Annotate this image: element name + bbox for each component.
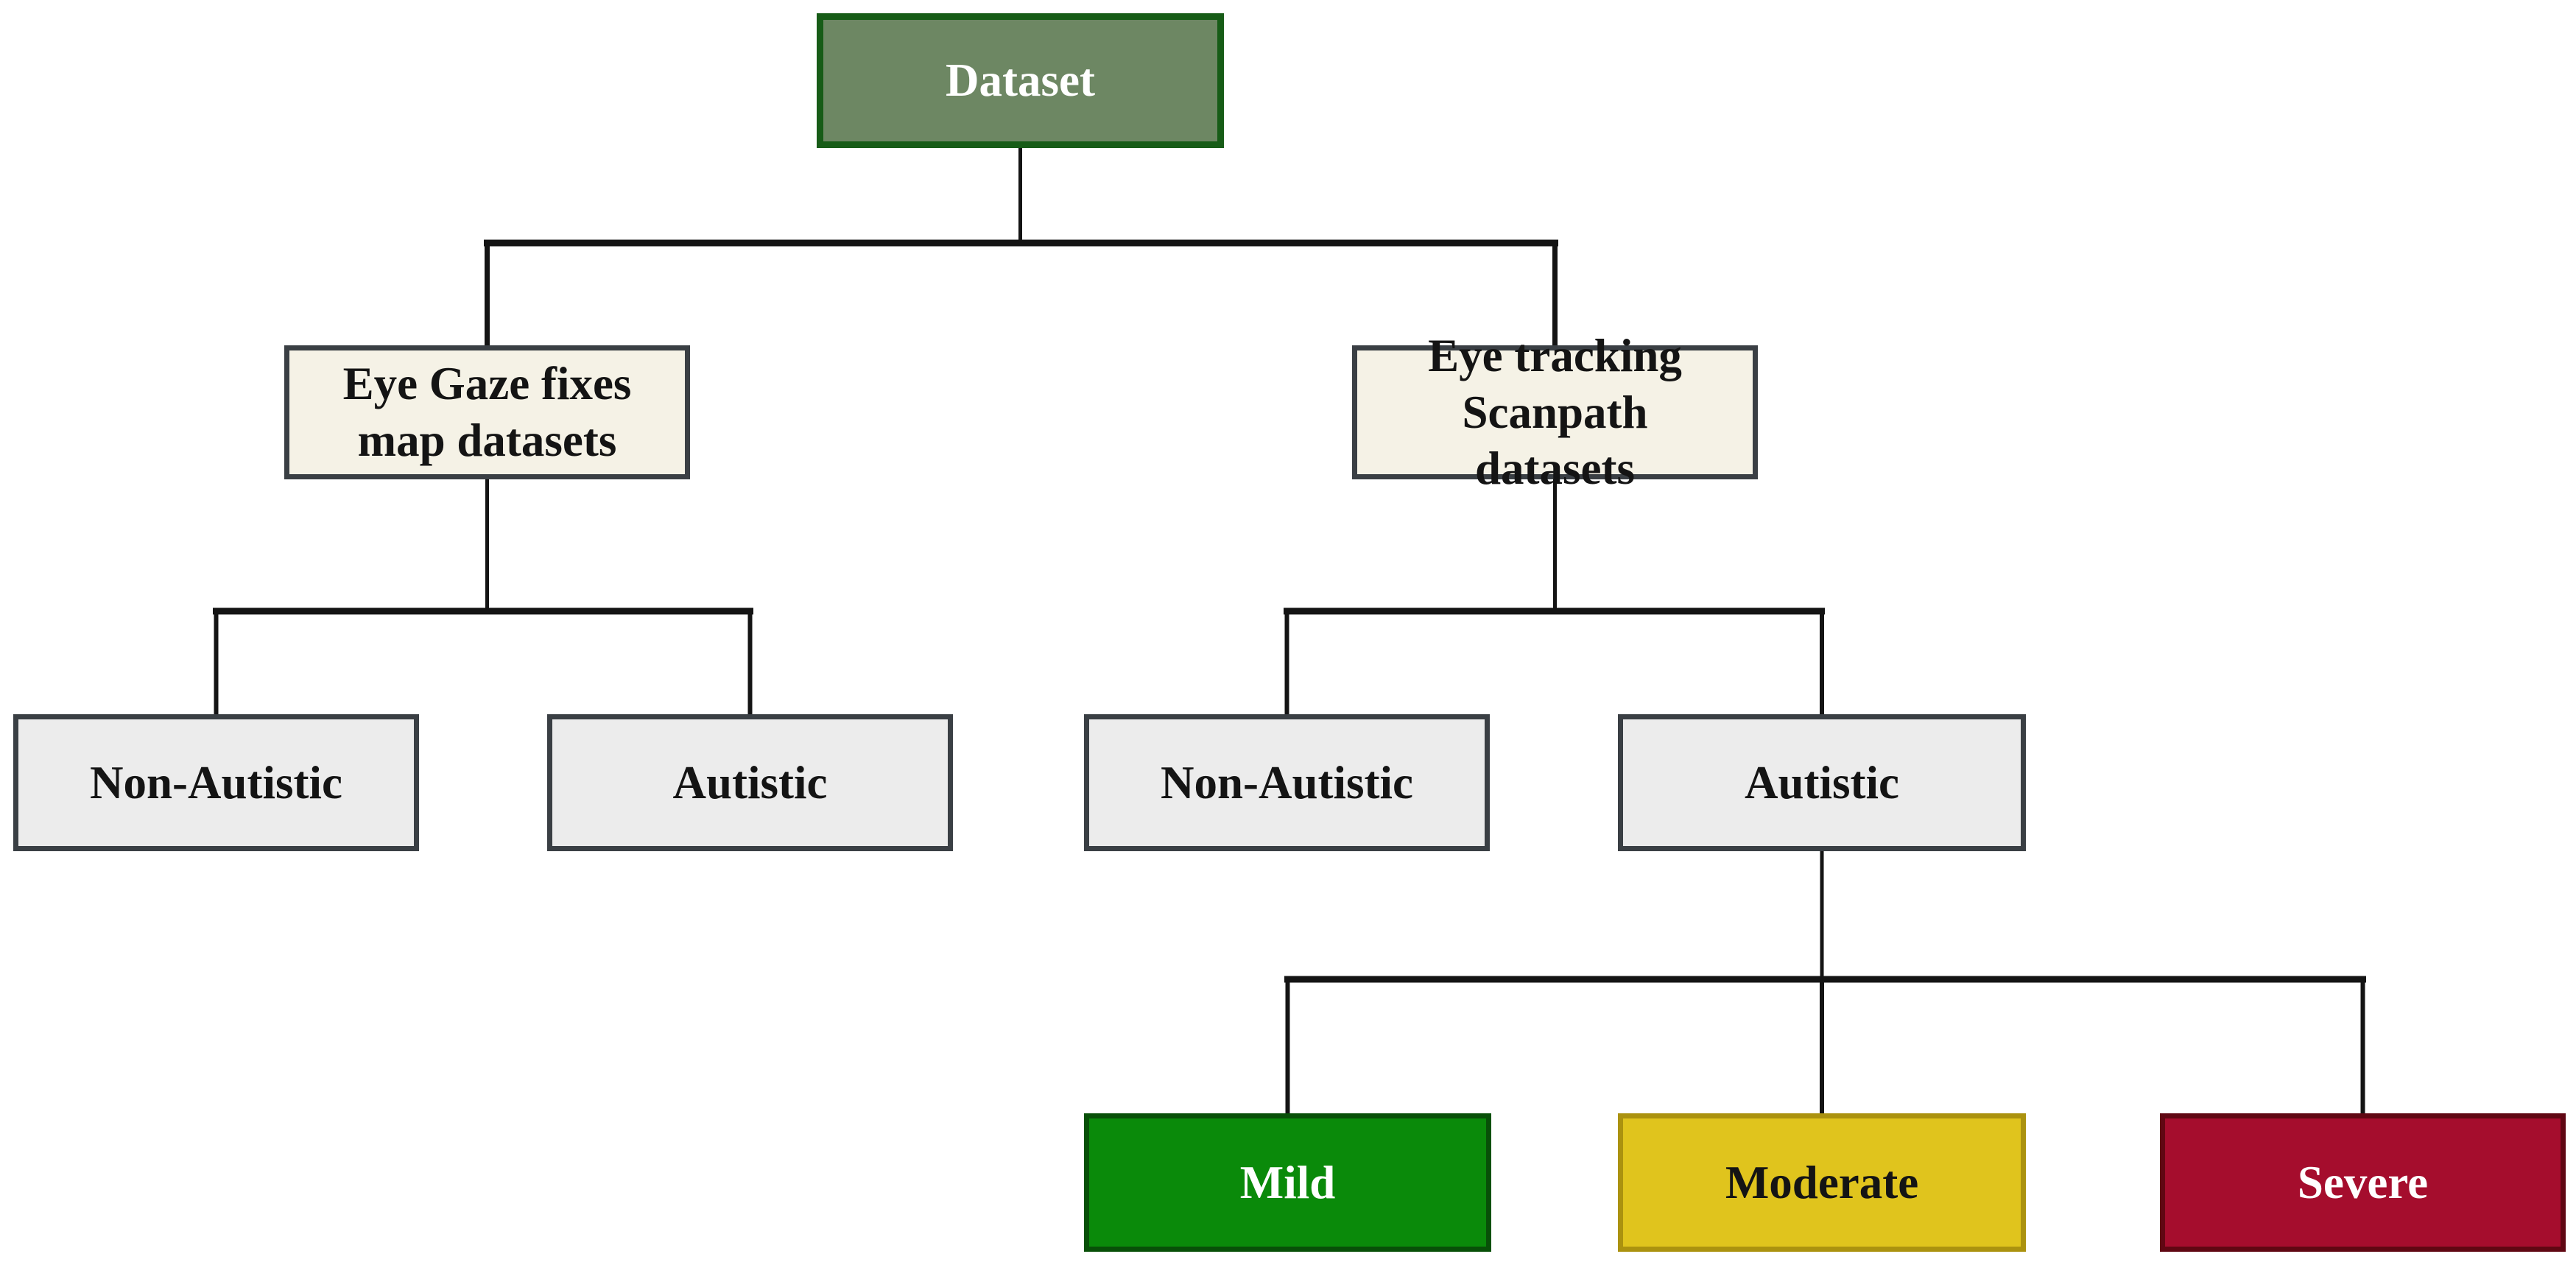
node-severity-mild: Mild: [1084, 1113, 1491, 1252]
node-severity-moderate-label: Moderate: [1725, 1156, 1919, 1208]
node-severity-severe-label: Severe: [2297, 1156, 2429, 1208]
node-autistic-gaze-label: Autistic: [672, 756, 828, 808]
node-non-autistic-gaze: Non-Autistic: [13, 714, 419, 851]
node-severity-mild-label: Mild: [1239, 1156, 1336, 1208]
node-dataset: Dataset: [817, 13, 1224, 148]
node-eye-gaze-fixes-map-datasets-label: Eye Gaze fixes map datasets: [342, 358, 632, 466]
node-autistic-gaze: Autistic: [547, 714, 953, 851]
node-severity-severe: Severe: [2160, 1113, 2566, 1252]
node-dataset-label: Dataset: [946, 54, 1095, 107]
node-non-autistic-gaze-label: Non-Autistic: [90, 756, 342, 808]
node-non-autistic-scanpath: Non-Autistic: [1084, 714, 1490, 851]
node-autistic-scanpath: Autistic: [1618, 714, 2026, 851]
node-severity-moderate: Moderate: [1618, 1113, 2026, 1252]
node-eye-gaze-fixes-map-datasets: Eye Gaze fixes map datasets: [284, 345, 690, 479]
node-autistic-scanpath-label: Autistic: [1745, 756, 1899, 808]
node-non-autistic-scanpath-label: Non-Autistic: [1161, 756, 1413, 808]
node-eye-tracking-scanpath-datasets-label: Eye tracking Scanpath datasets: [1428, 329, 1682, 495]
node-eye-tracking-scanpath-datasets: Eye tracking Scanpath datasets: [1352, 330, 1758, 494]
